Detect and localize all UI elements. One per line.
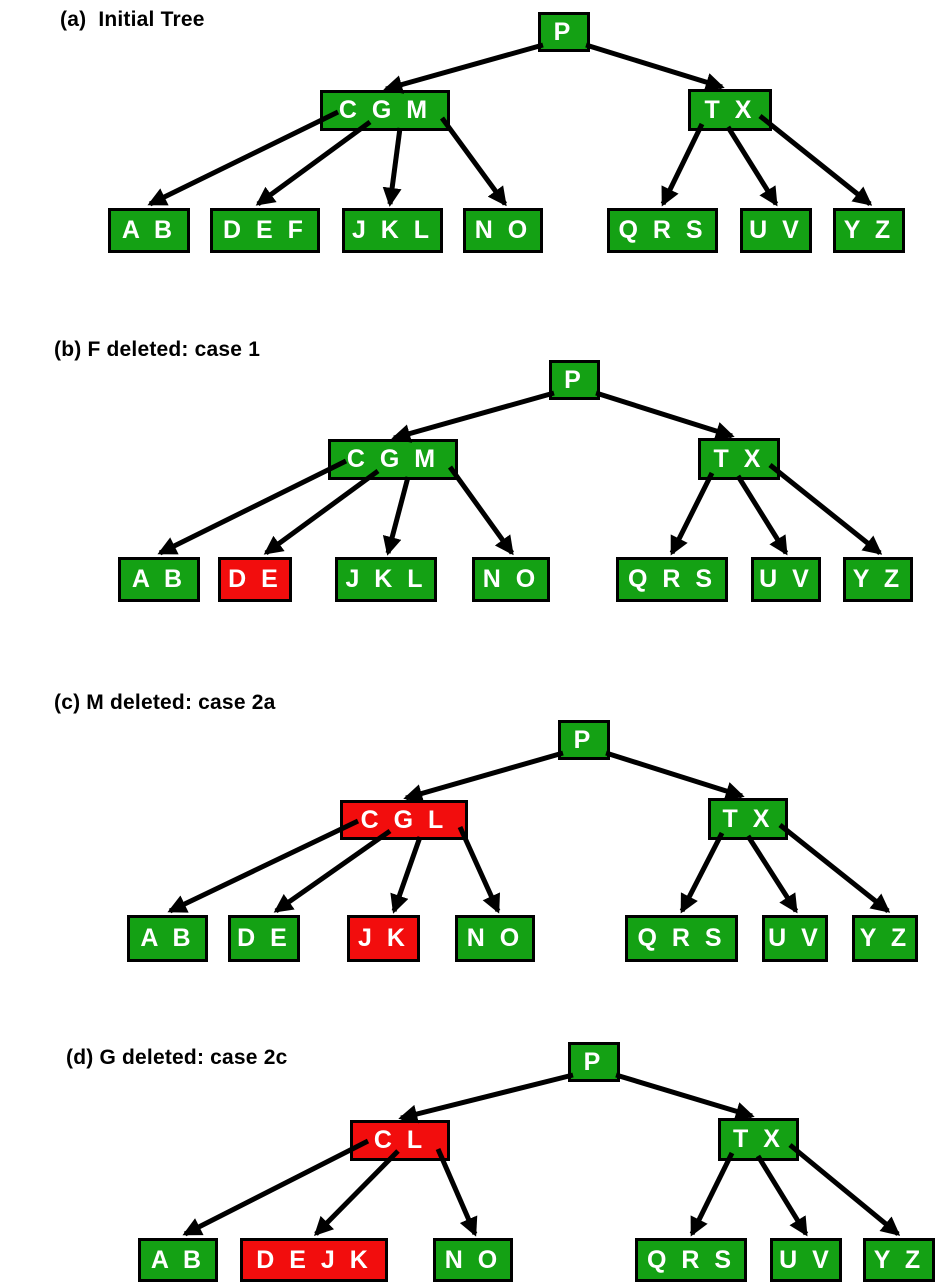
- node-b-tx: T X: [698, 438, 780, 480]
- node-b-de: D E: [218, 557, 292, 602]
- arrow-d-cl-ab: [182, 1138, 370, 1237]
- node-a-def: D E F: [210, 208, 320, 253]
- node-c-yz: Y Z: [852, 915, 918, 962]
- arrow-d-tx-qrs: [689, 1151, 735, 1237]
- node-c-de: D E: [228, 915, 300, 962]
- node-b-uv: U V: [751, 557, 821, 602]
- arrow-a-tx-yz: [758, 114, 873, 206]
- arrow-a-cgm-def: [255, 119, 372, 207]
- node-d-tx: T X: [718, 1118, 799, 1161]
- arrow-c-cgl-jk: [390, 836, 423, 914]
- node-a-cgm: C G M: [320, 90, 450, 131]
- arrow-b-cgm-ab: [157, 458, 348, 556]
- arrow-d-p-cl: [398, 1072, 574, 1124]
- arrow-d-cl-no: [435, 1148, 478, 1237]
- node-d-dejk: D E J K: [240, 1238, 388, 1282]
- node-c-jk: J K: [347, 915, 420, 962]
- arrow-c-p-tx: [605, 750, 745, 801]
- panel-b-title: (b) F deleted: case 1: [54, 338, 261, 361]
- node-d-uv: U V: [770, 1238, 842, 1282]
- node-d-p: P: [568, 1042, 620, 1082]
- node-a-ab: A B: [108, 208, 190, 253]
- arrow-d-tx-uv: [755, 1154, 809, 1237]
- arrow-a-p-cgm: [383, 42, 544, 94]
- arrow-a-cgm-jkl: [382, 127, 403, 207]
- arrow-c-cgl-ab: [167, 818, 360, 914]
- panel-c-title: (c) M deleted: case 2a: [54, 691, 276, 714]
- node-a-uv: U V: [740, 208, 812, 253]
- arrow-d-p-tx: [615, 1072, 755, 1121]
- node-a-qrs: Q R S: [607, 208, 718, 253]
- arrow-d-cl-dejk: [313, 1149, 400, 1237]
- node-c-uv: U V: [762, 915, 828, 962]
- node-a-jkl: J K L: [342, 208, 443, 253]
- node-b-jkl: J K L: [335, 557, 437, 602]
- arrow-a-p-tx: [585, 42, 725, 92]
- node-c-no: N O: [455, 915, 535, 962]
- node-d-no: N O: [433, 1238, 513, 1282]
- node-c-cgl: C G L: [340, 800, 468, 840]
- arrow-b-p-cgm: [391, 390, 555, 443]
- node-a-p: P: [538, 12, 590, 52]
- node-d-qrs: Q R S: [635, 1238, 747, 1282]
- panel-a-title: (a) Initial Tree: [60, 8, 205, 31]
- arrow-a-cgm-no: [439, 116, 508, 207]
- arrow-b-p-tx: [595, 390, 735, 441]
- node-b-p: P: [549, 360, 600, 400]
- arrow-a-cgm-ab: [147, 109, 340, 207]
- arrow-b-cgm-no: [447, 465, 515, 556]
- node-a-no: N O: [463, 208, 543, 253]
- arrow-c-tx-yz: [778, 823, 891, 913]
- arrow-d-tx-yz: [788, 1143, 901, 1236]
- arrow-b-tx-qrs: [669, 471, 715, 556]
- node-a-tx: T X: [688, 89, 772, 131]
- arrow-a-tx-qrs: [660, 122, 705, 207]
- node-b-ab: A B: [118, 557, 200, 602]
- node-c-p: P: [558, 720, 610, 760]
- arrow-b-cgm-jkl: [382, 476, 411, 556]
- node-c-tx: T X: [708, 798, 788, 840]
- arrow-a-tx-uv: [725, 125, 779, 207]
- arrow-c-cgl-de: [273, 828, 392, 914]
- node-d-cl: C L: [350, 1120, 450, 1161]
- arrow-c-tx-qrs: [679, 831, 725, 914]
- node-c-ab: A B: [127, 915, 208, 962]
- arrow-b-tx-uv: [735, 474, 789, 556]
- node-b-cgm: C G M: [328, 439, 458, 480]
- arrow-c-tx-uv: [745, 834, 799, 914]
- node-b-qrs: Q R S: [616, 557, 728, 602]
- node-b-yz: Y Z: [843, 557, 913, 602]
- arrow-c-p-cgl: [403, 750, 564, 803]
- node-c-qrs: Q R S: [625, 915, 738, 962]
- node-d-yz: Y Z: [863, 1238, 935, 1282]
- node-d-ab: A B: [138, 1238, 218, 1282]
- node-b-no: N O: [472, 557, 550, 602]
- arrow-b-tx-yz: [768, 463, 883, 555]
- node-a-yz: Y Z: [833, 208, 905, 253]
- arrow-b-cgm-de: [263, 468, 380, 556]
- panel-d-title: (d) G deleted: case 2c: [66, 1046, 288, 1069]
